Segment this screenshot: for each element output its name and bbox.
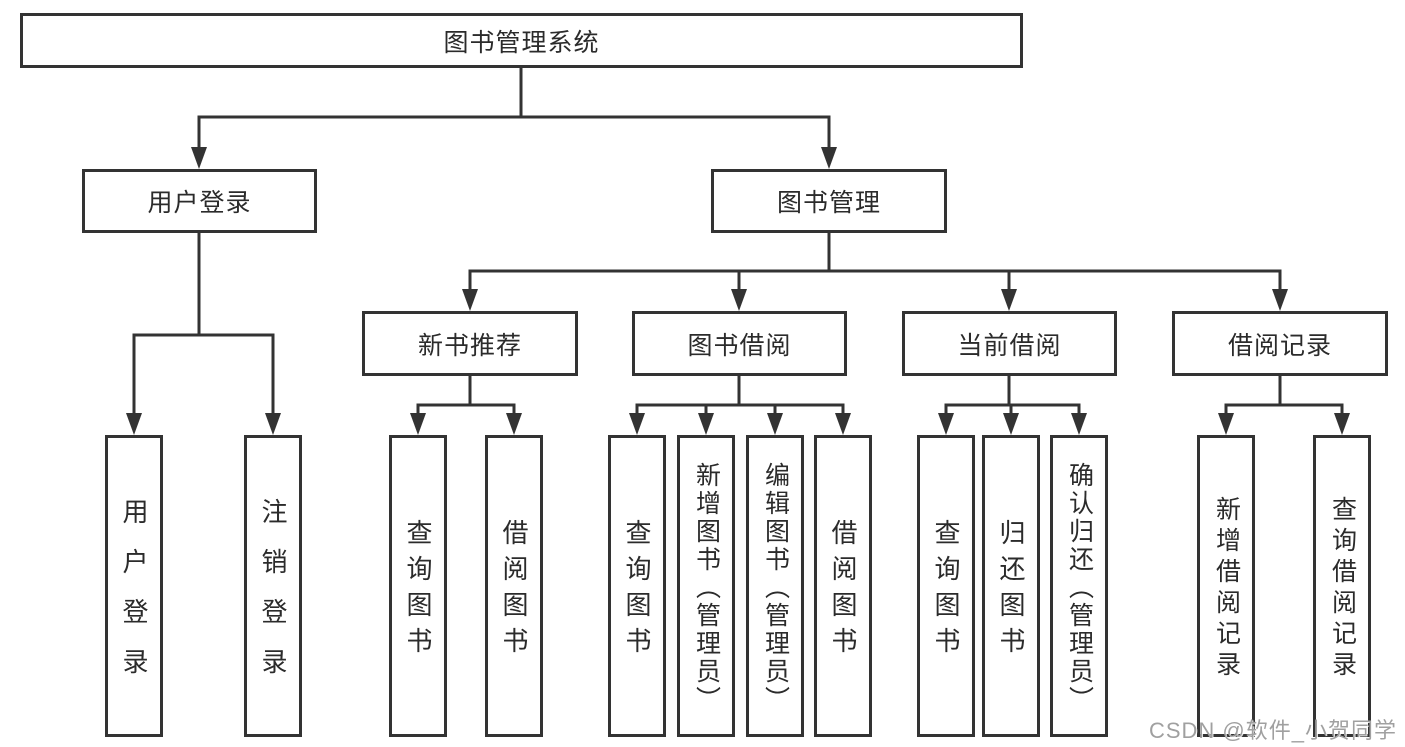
node-add-borrow-record-label: 新增借阅记录 [1212,496,1241,682]
connector-borrow-record-children [1218,374,1350,435]
node-confirm-return-admin: 确认归还（管理员） [1050,435,1108,737]
node-new-book-recommend: 新书推荐 [362,311,578,376]
node-query-borrow-record-label: 查询借阅记录 [1328,496,1357,682]
arrowhead-icon [1334,413,1350,435]
node-query-books-1-label: 查询图书 [403,519,433,663]
connector-root-to-level2 [191,66,837,169]
arrowhead-icon [265,413,281,435]
node-confirm-return-admin-label: 确认归还（管理员） [1065,461,1094,714]
arrowhead-icon [629,413,645,435]
node-borrow-books-1: 借阅图书 [485,435,543,737]
node-book-borrowing-label: 图书借阅 [687,331,792,360]
node-current-borrowing: 当前借阅 [902,311,1117,376]
arrowhead-icon [767,413,783,435]
node-borrow-books-2-label: 借阅图书 [828,519,858,663]
node-query-books-3: 查询图书 [917,435,975,737]
node-query-books-3-label: 查询图书 [931,519,961,663]
arrowhead-icon [1003,413,1019,435]
node-return-books: 归还图书 [982,435,1040,737]
node-query-borrow-record: 查询借阅记录 [1313,435,1371,737]
node-edit-books-admin-label: 编辑图书（管理员） [761,461,790,714]
node-user-login-leaf-label: 用户登录 [119,498,149,698]
node-user-login-leaf: 用户登录 [105,435,163,737]
node-query-books-1: 查询图书 [389,435,447,737]
node-user-login-label: 用户登录 [147,189,252,217]
node-current-borrowing-label: 当前借阅 [957,331,1062,360]
node-logout: 注销登录 [244,435,302,737]
arrowhead-icon [731,289,747,311]
node-edit-books-admin: 编辑图书（管理员） [746,435,804,737]
arrowhead-icon [462,289,478,311]
node-book-management: 图书管理 [711,169,947,233]
node-add-books-admin: 新增图书（管理员） [677,435,735,737]
node-query-books-2-label: 查询图书 [622,519,652,663]
node-borrow-books-2: 借阅图书 [814,435,872,737]
node-book-management-system-label: 图书管理系统 [443,28,600,57]
watermark: CSDN @软件_小贺同学 [1148,718,1397,743]
node-new-book-recommend-label: 新书推荐 [417,331,522,360]
arrowhead-icon [698,413,714,435]
connector-book-mgmt-children [462,231,1288,311]
node-book-management-system: 图书管理系统 [20,13,1023,68]
connector-user-login-children [126,231,281,435]
node-borrow-books-1-label: 借阅图书 [499,519,529,663]
arrowhead-icon [835,413,851,435]
arrowhead-icon [506,413,522,435]
node-borrow-records: 借阅记录 [1172,311,1388,376]
arrowhead-icon [1071,413,1087,435]
arrowhead-icon [126,413,142,435]
arrowhead-icon [410,413,426,435]
arrowhead-icon [1001,289,1017,311]
node-query-books-2: 查询图书 [608,435,666,737]
connector-new-book-children [410,374,522,435]
arrowhead-icon [821,147,837,169]
node-logout-label: 注销登录 [258,498,288,698]
node-add-books-admin-label: 新增图书（管理员） [692,461,721,714]
connector-current-borrow-children [938,374,1087,435]
arrowhead-icon [191,147,207,169]
arrowhead-icon [1218,413,1234,435]
node-user-login: 用户登录 [82,169,317,233]
node-add-borrow-record: 新增借阅记录 [1197,435,1255,737]
node-borrow-records-label: 借阅记录 [1227,331,1332,360]
node-book-management-label: 图书管理 [776,189,881,217]
arrowhead-icon [1272,289,1288,311]
node-return-books-label: 归还图书 [996,519,1026,663]
node-book-borrowing: 图书借阅 [632,311,847,376]
arrowhead-icon [938,413,954,435]
connector-book-borrow-children [629,374,851,435]
